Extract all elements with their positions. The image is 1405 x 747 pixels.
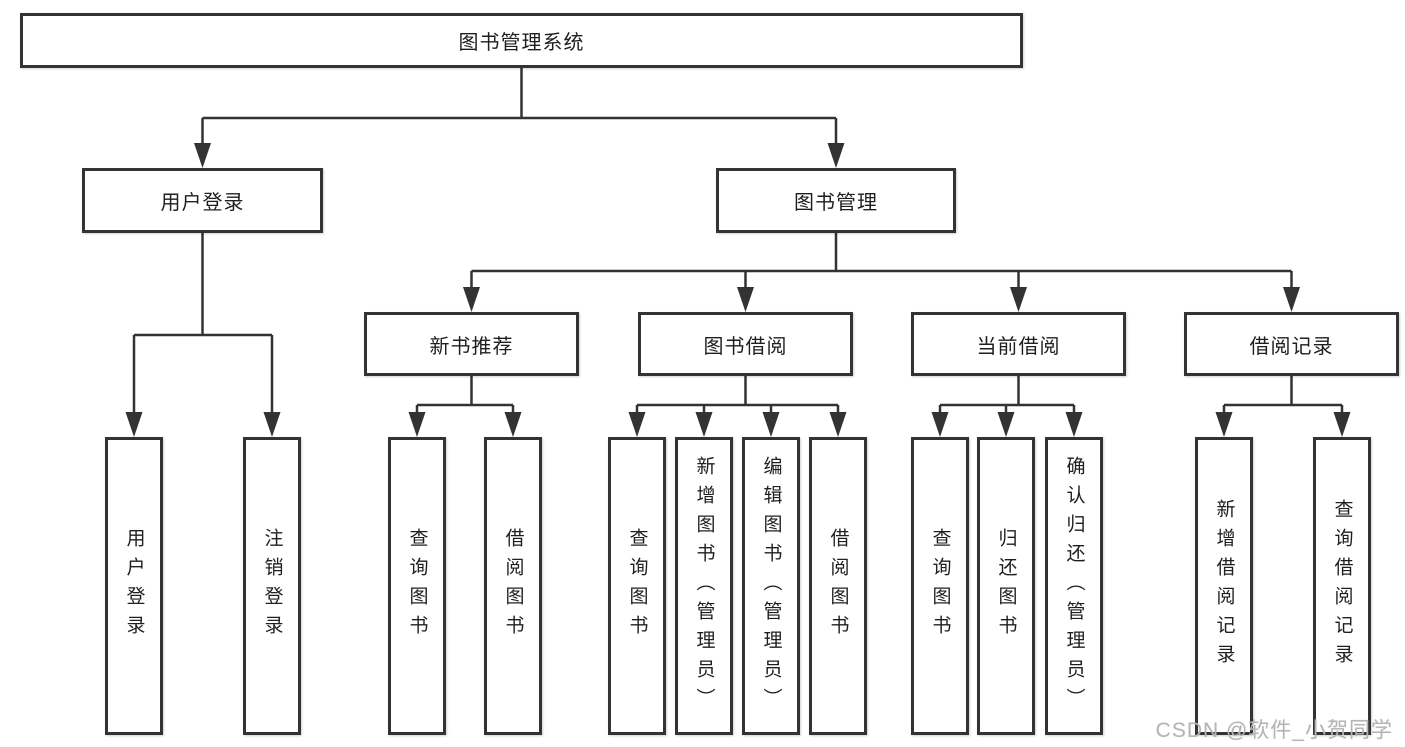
node-label-leaf-query-book-1: 查询图书 xyxy=(406,528,428,644)
node-leaf-add-book: 新增图书（管理员） xyxy=(675,437,733,735)
node-user-login: 用户登录 xyxy=(82,168,323,233)
node-label-leaf-return-book: 归还图书 xyxy=(995,528,1017,644)
node-label-current-borrow: 当前借阅 xyxy=(976,335,1061,358)
node-label-leaf-confirm-return: 确认归还（管理员） xyxy=(1063,455,1085,717)
node-leaf-query-book-1: 查询图书 xyxy=(388,437,446,735)
node-root: 图书管理系统 xyxy=(20,13,1023,68)
node-label-leaf-edit-book: 编辑图书（管理员） xyxy=(760,455,782,717)
watermark: CSDN @软件_小贺同学 xyxy=(1155,719,1393,742)
node-leaf-query-book-2: 查询图书 xyxy=(608,437,666,735)
node-label-leaf-borrow-book-2: 借阅图书 xyxy=(827,528,849,644)
node-leaf-query-book-3: 查询图书 xyxy=(911,437,969,735)
node-label-leaf-query-book-2: 查询图书 xyxy=(626,528,648,644)
node-label-new-book-rec: 新书推荐 xyxy=(429,335,514,358)
node-label-leaf-add-record: 新增借阅记录 xyxy=(1213,499,1235,673)
node-label-leaf-add-book: 新增图书（管理员） xyxy=(693,455,715,717)
node-leaf-borrow-book-2: 借阅图书 xyxy=(809,437,867,735)
node-current-borrow: 当前借阅 xyxy=(911,312,1126,376)
node-leaf-edit-book: 编辑图书（管理员） xyxy=(742,437,800,735)
node-leaf-return-book: 归还图书 xyxy=(977,437,1035,735)
node-label-user-login: 用户登录 xyxy=(160,192,245,214)
node-book-mgmt: 图书管理 xyxy=(716,168,956,233)
node-label-book-borrow: 图书借阅 xyxy=(703,335,788,358)
node-leaf-user-login: 用户登录 xyxy=(105,437,163,735)
node-leaf-borrow-book-1: 借阅图书 xyxy=(484,437,542,735)
node-label-leaf-query-book-3: 查询图书 xyxy=(929,528,951,644)
node-leaf-confirm-return: 确认归还（管理员） xyxy=(1045,437,1103,735)
node-label-leaf-query-record: 查询借阅记录 xyxy=(1331,499,1353,673)
node-label-borrow-records: 借阅记录 xyxy=(1249,335,1334,358)
node-leaf-add-record: 新增借阅记录 xyxy=(1195,437,1253,735)
node-label-leaf-logout: 注销登录 xyxy=(261,528,283,644)
node-leaf-query-record: 查询借阅记录 xyxy=(1313,437,1371,735)
node-label-leaf-user-login: 用户登录 xyxy=(123,528,145,644)
node-label-leaf-borrow-book-1: 借阅图书 xyxy=(502,528,524,644)
node-book-borrow: 图书借阅 xyxy=(638,312,853,376)
node-new-book-rec: 新书推荐 xyxy=(364,312,579,376)
node-borrow-records: 借阅记录 xyxy=(1184,312,1399,376)
node-label-root: 图书管理系统 xyxy=(458,32,585,54)
node-leaf-logout: 注销登录 xyxy=(243,437,301,735)
node-label-book-mgmt: 图书管理 xyxy=(794,192,878,214)
